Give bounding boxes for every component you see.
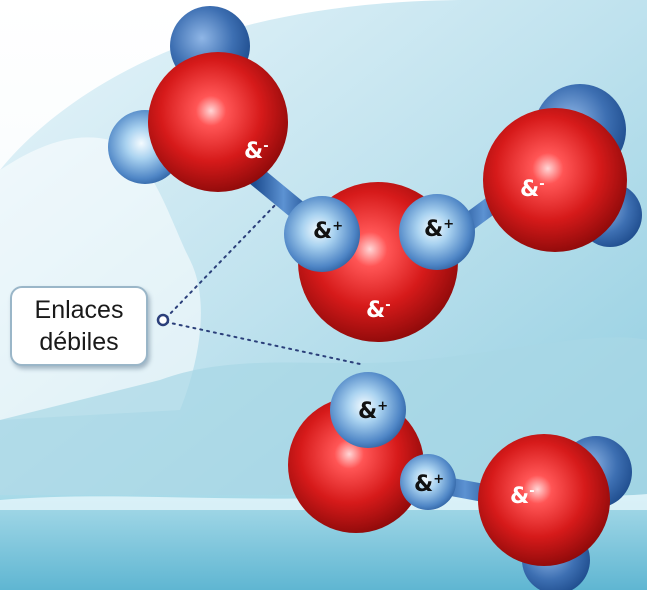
hydrogen-atom <box>330 372 406 448</box>
charge-negative-label: &- <box>366 298 391 323</box>
hydrogen-atom <box>400 454 456 510</box>
charge-sign: - <box>539 177 544 192</box>
weak-bond-line-upper <box>165 199 281 319</box>
charge-sign: - <box>385 298 390 313</box>
hydrogen-atom <box>284 196 360 272</box>
charge-negative-label: &- <box>520 177 545 202</box>
oxygen-atom <box>148 52 288 192</box>
charge-positive-label: &+ <box>358 399 388 424</box>
charge-positive-label: &+ <box>414 472 444 497</box>
charge-negative-label: &- <box>510 484 535 509</box>
molecule-top-left: &- <box>108 6 288 192</box>
charge-sign: - <box>263 139 268 154</box>
oxygen-atom <box>478 434 610 566</box>
charge-sign: + <box>377 399 388 414</box>
molecule-bottom-left: &+ &+ <box>288 372 456 533</box>
molecule-center: &+ &+ &- <box>284 182 475 342</box>
charge-sign: - <box>529 484 534 499</box>
weak-bond-line-lower <box>165 321 361 365</box>
callout-line-2: débiles <box>39 328 119 356</box>
charge-sign: + <box>443 217 454 232</box>
hydrogen-atom <box>399 194 475 270</box>
molecule-right: &- <box>483 84 642 252</box>
callout-anchor-dot <box>156 313 170 327</box>
charge-positive-label: &+ <box>313 219 343 244</box>
oxygen-atom <box>483 108 627 252</box>
charge-sign: + <box>332 219 343 234</box>
charge-negative-label: &- <box>244 139 269 164</box>
charge-positive-label: &+ <box>424 217 454 242</box>
callout-line-1: Enlaces <box>34 296 124 324</box>
molecule-bottom-right: &- <box>478 434 632 590</box>
weak-bonds-callout: Enlaces débiles <box>10 286 148 366</box>
charge-sign: + <box>433 472 444 487</box>
